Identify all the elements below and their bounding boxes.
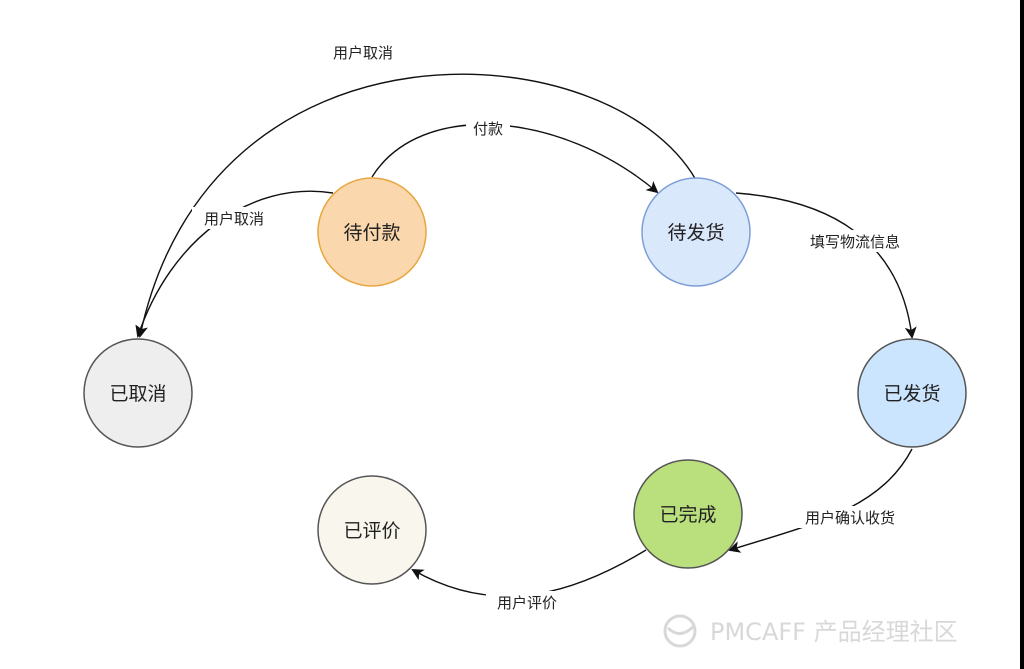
edge-label-cancel-from-shipment: 用户取消 [333,44,393,62]
watermark-text: PMCAFF 产品经理社区 [710,618,958,646]
node-label-pending-shipment: 待发货 [667,222,724,244]
edge-cancel-from-shipment [136,73,697,338]
node-label-reviewed: 已评价 [343,520,400,542]
node-pending-payment: 待付款 [317,177,427,287]
edge-label-confirm: 用户确认收货 [805,509,895,527]
node-completed: 已完成 [633,459,743,569]
edge-logistics [735,192,917,339]
watermark: PMCAFF 产品经理社区 [663,614,958,648]
node-label-cancelled: 已取消 [109,383,166,405]
edge-label-pay: 付款 [473,120,503,138]
edge-label-cancel-from-payment: 用户取消 [204,210,264,228]
node-label-pending-payment: 待付款 [343,222,400,244]
node-shipped: 已发货 [857,338,967,448]
watermark-logo-icon [663,614,697,648]
node-reviewed: 已评价 [317,475,427,585]
window-edge [1020,0,1024,669]
edge-pay [371,123,659,194]
node-label-shipped: 已发货 [883,383,940,405]
node-cancelled: 已取消 [83,338,193,448]
node-pending-shipment: 待发货 [641,177,751,287]
edge-labels: 用户取消 付款 用户取消 填写物流信息 用户确认收货 用户评价 [192,40,918,613]
edge-label-review: 用户评价 [497,594,557,612]
edge-confirm [728,448,913,553]
node-label-completed: 已完成 [659,504,716,526]
edge-review [411,549,647,597]
edge-label-logistics: 填写物流信息 [810,233,900,251]
